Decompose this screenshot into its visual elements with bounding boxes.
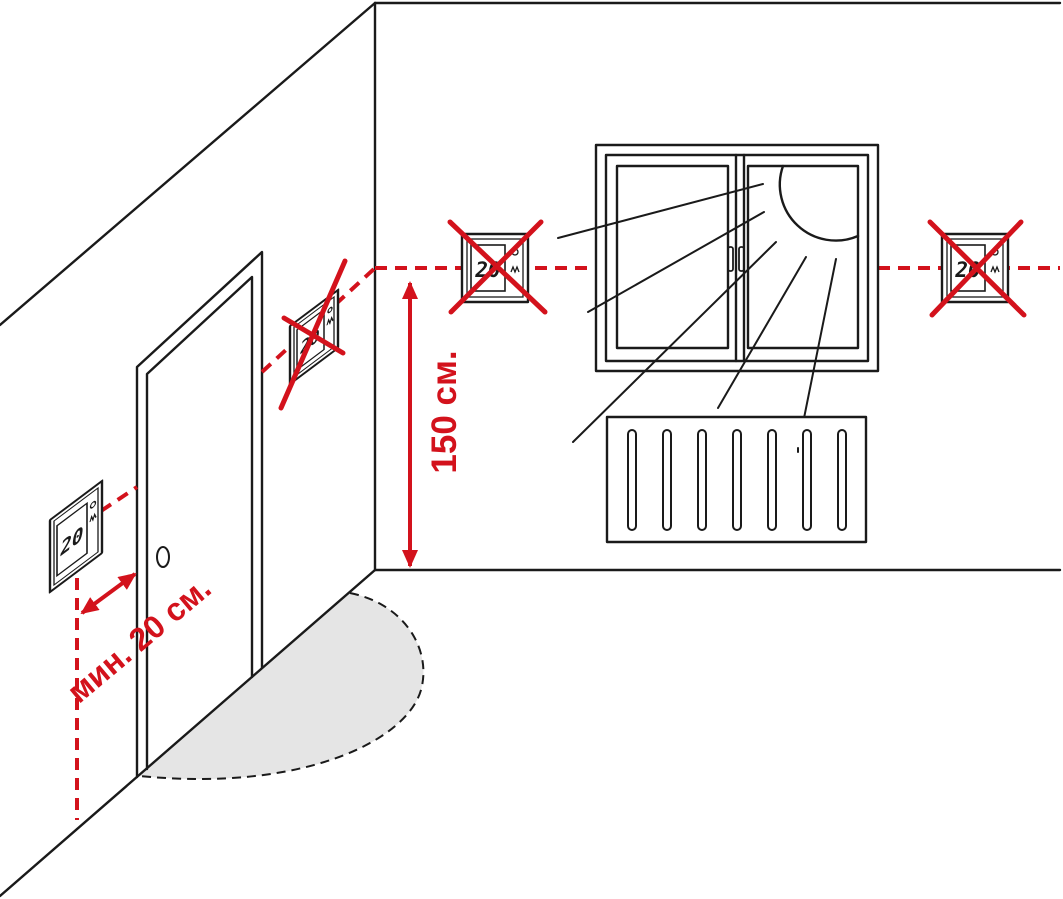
height-dimension: 150 см.: [402, 281, 464, 568]
radiator-fin: [627, 429, 637, 531]
cross-mark-icon: [929, 219, 1024, 318]
door-frame-outer: [135, 250, 264, 779]
door-swing-arc: [139, 592, 425, 780]
radiator-icon: [605, 415, 868, 544]
thermostat-program-icon: [326, 316, 334, 326]
window-right-glass: [746, 164, 860, 350]
thermostat-mode-icon: [327, 306, 333, 314]
cross-mark-icon: [448, 219, 544, 315]
window-handle-left: [727, 246, 734, 272]
sun-ray: [572, 241, 777, 443]
height-line-left-wall: [260, 266, 377, 374]
door-swing-shading: [140, 593, 424, 780]
left-wall-floor-edge: [0, 568, 377, 898]
thermostat-program-icon: [510, 265, 520, 274]
thermostat-screen: [470, 244, 506, 292]
door-distance-arrow: [80, 572, 137, 615]
thermostat-screen: [950, 244, 986, 292]
left-wall-top-edge: [0, 1, 377, 327]
thermostat-bezel: [53, 486, 99, 587]
door-distance-dimension: мин. 20 см.: [60, 569, 217, 709]
thermostat-wrong-left-wall: 20: [278, 258, 348, 411]
thermostat-bezel: [946, 238, 1004, 298]
thermostat-correct-position: 20: [48, 479, 104, 594]
thermostat-wrong-right-wall: 20: [927, 219, 1027, 318]
thermostat-screen: [56, 501, 88, 578]
thermostat-mode-icon: [89, 500, 97, 509]
radiator-fin: [802, 429, 812, 531]
radiator-fin: [662, 429, 672, 531]
window-handle-right: [738, 246, 745, 272]
window: [594, 143, 880, 373]
thermostat-wrong-near-window: 20: [447, 219, 548, 315]
thermostat-screen: [296, 308, 325, 372]
sun-ray: [557, 183, 764, 239]
radiator-fin: [697, 429, 707, 531]
radiator-fin: [732, 429, 742, 531]
radiator-fin: [837, 429, 847, 531]
height-line-thermostat-to-door: [99, 485, 139, 513]
door: [135, 250, 264, 779]
door-distance-label: мин. 20 см.: [60, 569, 217, 709]
radiator-body: [605, 415, 868, 544]
room: [0, 1, 1062, 572]
sun-disc: [778, 164, 860, 242]
thermostat-bezel: [293, 295, 335, 379]
thermostat-program-icon: [89, 512, 97, 523]
door-knob: [156, 546, 170, 568]
door-swing-area: [139, 592, 425, 780]
door-frame-inner: [145, 275, 254, 771]
radiator-fin: [767, 429, 777, 531]
height-dimension-label: 150 см.: [425, 350, 464, 473]
thermostat-program-icon: [990, 265, 1000, 274]
thermostat-bezel: [466, 238, 524, 298]
thermostat-housing: [48, 479, 104, 594]
sun-ray: [587, 211, 765, 313]
cross-mark-icon: [281, 315, 346, 356]
sun-ray: [717, 256, 807, 409]
